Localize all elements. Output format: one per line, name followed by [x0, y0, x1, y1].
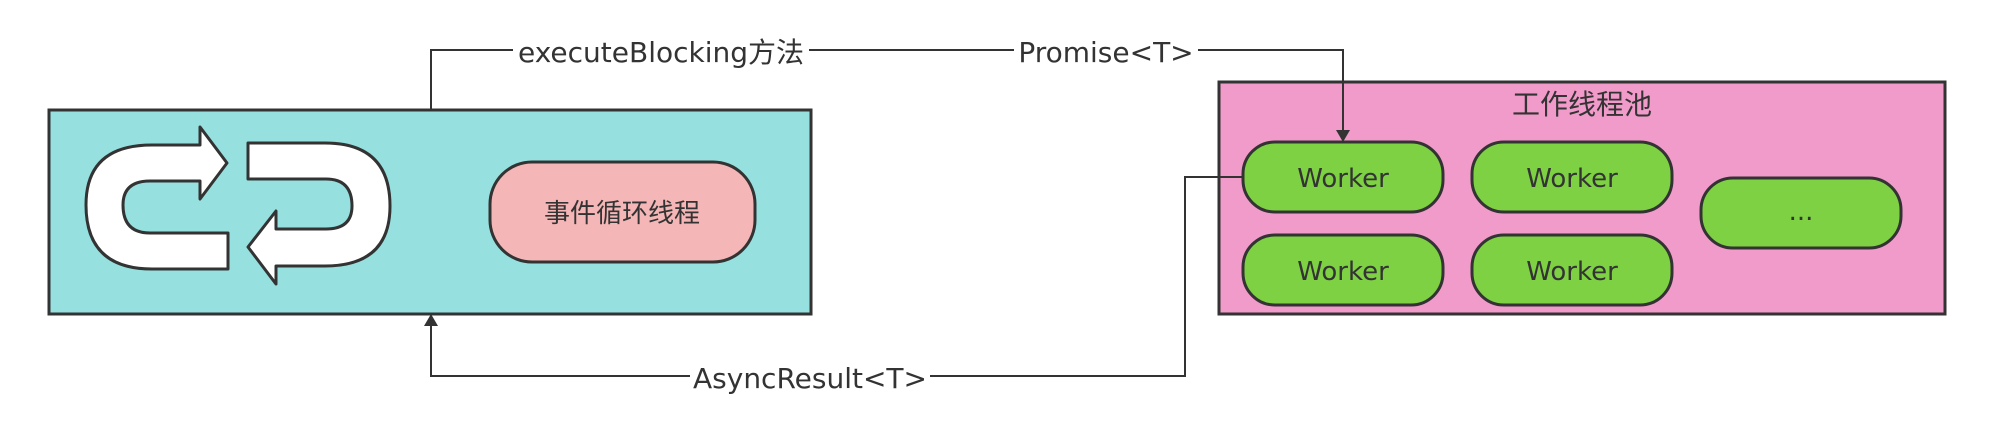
- worker-label: Worker: [1526, 164, 1618, 194]
- more-workers-node: ...: [1699, 176, 1903, 250]
- event-loop-thread-label: 事件循环线程: [544, 199, 700, 229]
- async-result-edge: [424, 176, 1243, 377]
- result-label-bg: [690, 356, 930, 396]
- async-result-label: AsyncResult<T>: [693, 362, 927, 395]
- event-loop-thread-node: [488, 160, 757, 264]
- execute-blocking-edge: [430, 49, 1350, 142]
- worker-node-3: Worker: [1241, 233, 1445, 307]
- worker-node-2: Worker: [1470, 140, 1674, 214]
- cycle-arrows-icon: [84, 125, 392, 286]
- execute-blocking-label: executeBlocking方法: [518, 36, 804, 69]
- promise-label-bg: [1014, 30, 1198, 70]
- execute-label-bg: [513, 30, 809, 70]
- worker-node-4: Worker: [1470, 233, 1674, 307]
- worker-label: Worker: [1297, 164, 1389, 194]
- promise-label: Promise<T>: [1018, 36, 1193, 69]
- worker-label: Worker: [1297, 257, 1389, 287]
- more-workers-label: ...: [1789, 197, 1814, 227]
- worker-pool-title: 工作线程池: [1512, 88, 1652, 121]
- worker-label: Worker: [1526, 257, 1618, 287]
- worker-node-1: Worker: [1241, 140, 1445, 214]
